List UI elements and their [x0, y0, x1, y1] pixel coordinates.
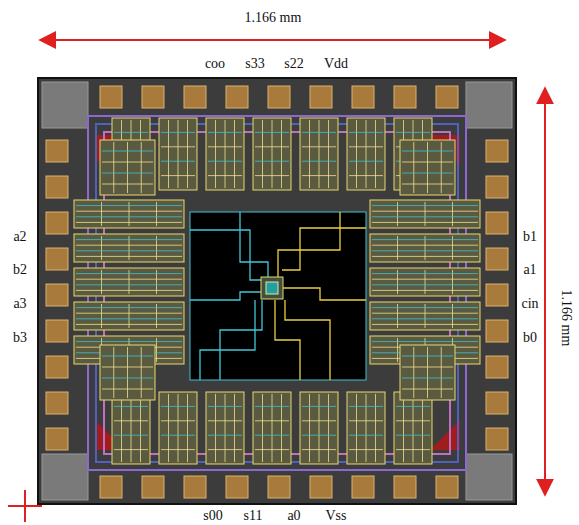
dimension-label: 1.166 mm: [245, 11, 302, 25]
pin-label: a1: [523, 263, 536, 277]
origin-mark: [8, 490, 42, 522]
dimension-arrow: [40, 39, 505, 41]
pin-label: a2: [13, 230, 26, 244]
dimension-arrow: [544, 88, 546, 495]
pin-label: s33: [245, 57, 264, 71]
pin-label: b3: [13, 331, 27, 345]
dimension-label: 1.166 mm: [559, 290, 573, 347]
pin-label: s22: [284, 57, 303, 71]
pin-label: Vdd: [324, 57, 348, 71]
pin-label: a0: [287, 509, 300, 523]
pin-label: cin: [521, 297, 538, 311]
pin-label: a3: [13, 297, 26, 311]
pin-label: b0: [523, 331, 537, 345]
pin-label: s00: [203, 509, 222, 523]
pin-label: coo: [205, 57, 225, 71]
pin-label: b1: [523, 230, 537, 244]
pin-label: Vss: [325, 509, 346, 523]
die: [38, 78, 516, 504]
pin-label: s11: [244, 509, 263, 523]
pin-label: b2: [13, 263, 27, 277]
